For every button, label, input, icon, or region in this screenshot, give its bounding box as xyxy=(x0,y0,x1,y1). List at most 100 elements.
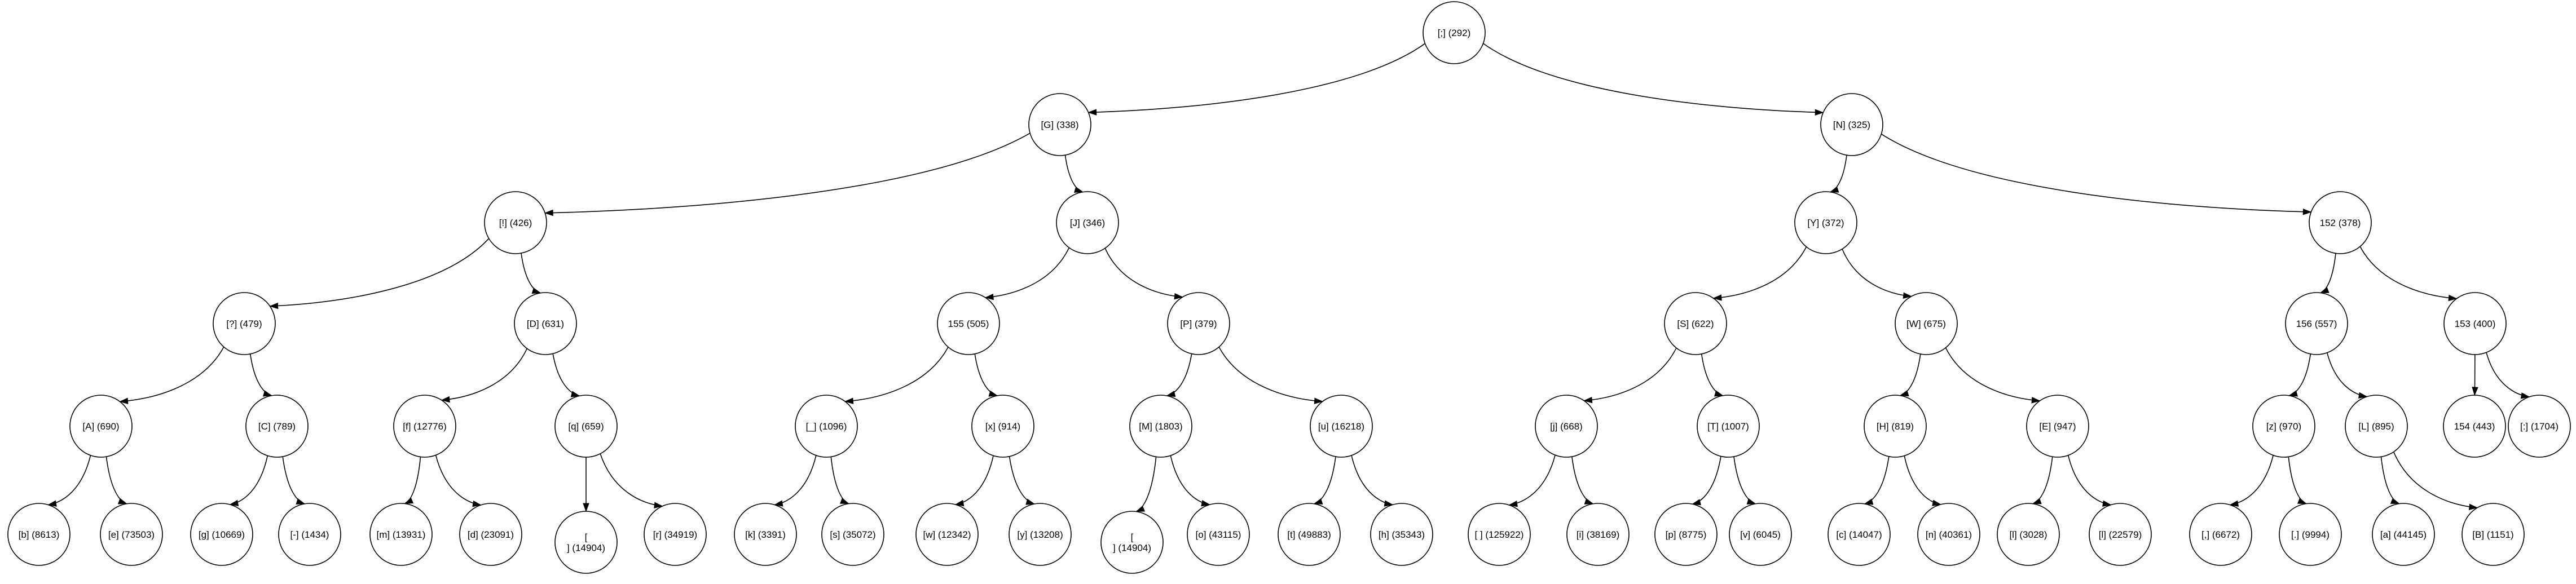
edge-n5-n11 xyxy=(1104,247,1183,298)
arrowhead-n55 xyxy=(2102,500,2112,507)
node-label: [S] (622) xyxy=(1677,318,1714,329)
node-circle xyxy=(278,503,341,566)
edge-n19-n39 xyxy=(600,453,663,507)
node-circle xyxy=(7,503,71,566)
node-circle xyxy=(369,503,433,566)
node-label: [M] (1803) xyxy=(1139,421,1182,432)
node-label: [q] (659) xyxy=(568,421,604,432)
node-circle xyxy=(734,503,797,566)
arrowhead-n17 xyxy=(263,390,272,397)
tree-node: [e] (73503) xyxy=(100,503,163,566)
node-circle xyxy=(554,511,618,574)
arrowhead-n59 xyxy=(2468,503,2478,510)
arrowhead-n52 xyxy=(1864,498,1874,505)
tree-node: [T] (1007) xyxy=(1697,395,1760,458)
edge-n13-n27 xyxy=(1945,347,2040,401)
node-label: [H] (819) xyxy=(1877,421,1914,432)
node-circle xyxy=(1129,395,1192,458)
arrowhead-n39 xyxy=(654,502,663,508)
arrowhead-n49 xyxy=(1584,498,1594,505)
tree-node: [P] (379) xyxy=(1167,292,1230,355)
edge-n24-n49 xyxy=(1571,456,1593,505)
node-circle xyxy=(245,395,309,458)
node-label: [P] (379) xyxy=(1180,318,1217,329)
tree-node: [h] (35343) xyxy=(1370,503,1433,566)
edge-n8-n17 xyxy=(249,353,272,396)
edges-layer xyxy=(47,43,2530,512)
node-label: [s] (35072) xyxy=(830,529,875,540)
node-circle xyxy=(2285,292,2348,355)
arrowhead-n6 xyxy=(1829,186,1839,193)
edge-n20-n40 xyxy=(774,455,817,506)
tree-node: [] (14904) xyxy=(1100,511,1164,574)
node-circle xyxy=(1056,191,1119,254)
tree-node: 153 (400) xyxy=(2443,292,2507,355)
node-circle xyxy=(1278,503,1341,566)
node-circle xyxy=(69,395,133,458)
tree-node: [x] (914) xyxy=(971,395,1034,458)
arrowhead-n48 xyxy=(1508,501,1518,507)
arrowhead-n28 xyxy=(2288,390,2298,397)
node-label: [.] (9994) xyxy=(2291,529,2330,540)
node-circle xyxy=(1423,1,1486,64)
node-label: [r] (34919) xyxy=(653,529,697,540)
node-label: 152 (378) xyxy=(2320,218,2361,228)
tree-node: [Y] (372) xyxy=(1794,191,1857,254)
arrowhead-n30 xyxy=(2472,387,2478,396)
tree-node: [N] (325) xyxy=(1820,93,1883,156)
edge-n17-n35 xyxy=(282,456,305,505)
tree-node: [_] (1096) xyxy=(795,395,858,458)
node-label: [A] (690) xyxy=(82,421,119,432)
edge-n9-n18 xyxy=(441,348,528,401)
node-label: 153 (400) xyxy=(2455,318,2496,329)
edge-n18-n37 xyxy=(435,455,481,506)
tree-node: [u] (16218) xyxy=(1310,395,1373,458)
node-circle xyxy=(1167,292,1230,355)
node-circle xyxy=(2189,503,2252,566)
arrowhead-n31 xyxy=(2520,392,2530,399)
node-label: [!] (426) xyxy=(499,218,532,228)
node-circle xyxy=(1654,503,1718,566)
tree-node: [:] (1704) xyxy=(2508,395,2571,458)
edge-n24-n48 xyxy=(1509,455,1556,506)
node-label: [i] (38169) xyxy=(1577,529,1620,540)
edge-n28-n56 xyxy=(2230,455,2274,506)
node-circle xyxy=(1895,292,1958,355)
node-circle xyxy=(2443,395,2506,458)
node-circle xyxy=(213,292,276,355)
node-label: [] (14904) xyxy=(567,532,605,554)
tree-node: [D] (631) xyxy=(514,292,577,355)
edge-n9-n19 xyxy=(552,353,580,397)
tree-node: [S] (622) xyxy=(1664,292,1727,355)
arrowhead-n15 xyxy=(2448,294,2458,302)
edge-n10-n20 xyxy=(845,347,949,402)
edge-n3-n6 xyxy=(1830,155,1847,193)
node-circle xyxy=(2089,503,2152,566)
node-circle xyxy=(1917,503,1980,566)
arrowhead-n24 xyxy=(1583,396,1593,404)
edge-n8-n16 xyxy=(120,347,224,402)
arrowhead-n44 xyxy=(1135,505,1146,512)
arrowhead-n47 xyxy=(1384,500,1394,507)
node-label: [N] (325) xyxy=(1833,120,1870,130)
arrowhead-n20 xyxy=(844,397,854,404)
tree-node: [f] (12776) xyxy=(393,395,456,458)
tree-node: [w] (12342) xyxy=(915,503,979,566)
tree-node: [;] (292) xyxy=(1423,1,1486,64)
tree-node: [-] (1434) xyxy=(278,503,341,566)
edge-n26-n53 xyxy=(1904,455,1941,505)
node-circle xyxy=(2443,292,2507,355)
nodes-layer: [;] (292)[G] (338)[N] (325)[!] (426)[J] … xyxy=(7,1,2571,574)
node-circle xyxy=(2279,503,2342,566)
arrowhead-n18 xyxy=(441,396,450,403)
arrowhead-n35 xyxy=(296,498,306,505)
node-label: [W] (675) xyxy=(1906,318,1946,329)
node-label: [,] (6672) xyxy=(2201,529,2240,540)
edge-n6-n12 xyxy=(1713,246,1807,299)
edge-n20-n41 xyxy=(830,457,849,505)
tree-node: [c] (14047) xyxy=(1828,503,1891,566)
edge-n4-n9 xyxy=(521,253,541,294)
arrowhead-n32 xyxy=(47,500,57,507)
node-circle xyxy=(1566,503,1630,566)
